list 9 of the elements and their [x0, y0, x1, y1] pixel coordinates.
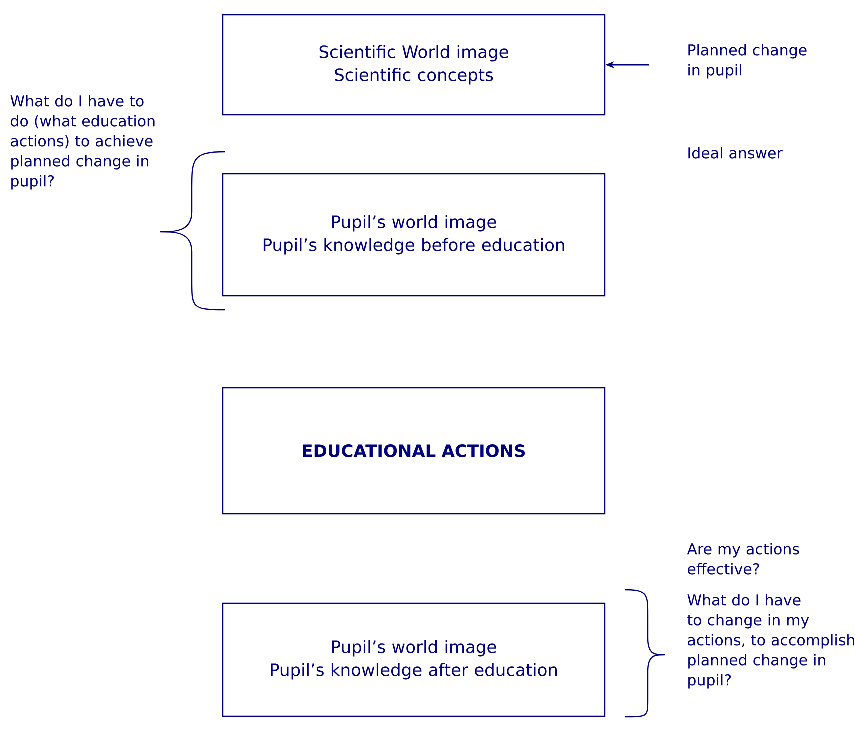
note-text: Ideal answer — [688, 147, 783, 159]
note-text: Planned change in pupil — [688, 44, 807, 79]
note-text: What do I have to change in my actions, to accomplish planned change in pupil? — [688, 594, 854, 689]
note-text: Are my actions effective? — [687, 543, 800, 575]
text-box: Pupil’s world image Pupil’s knowledge after education — [222, 602, 606, 718]
note-text: What do I have to do (what education actions) to achieve planned change in pupil? — [10, 95, 155, 190]
text-box: EDUCATIONAL ACTIONS — [222, 387, 606, 515]
text-box: Scientific World image Scientific concepts — [222, 14, 606, 116]
text-box: Pupil’s world image Pupil’s knowledge before education — [222, 173, 606, 297]
